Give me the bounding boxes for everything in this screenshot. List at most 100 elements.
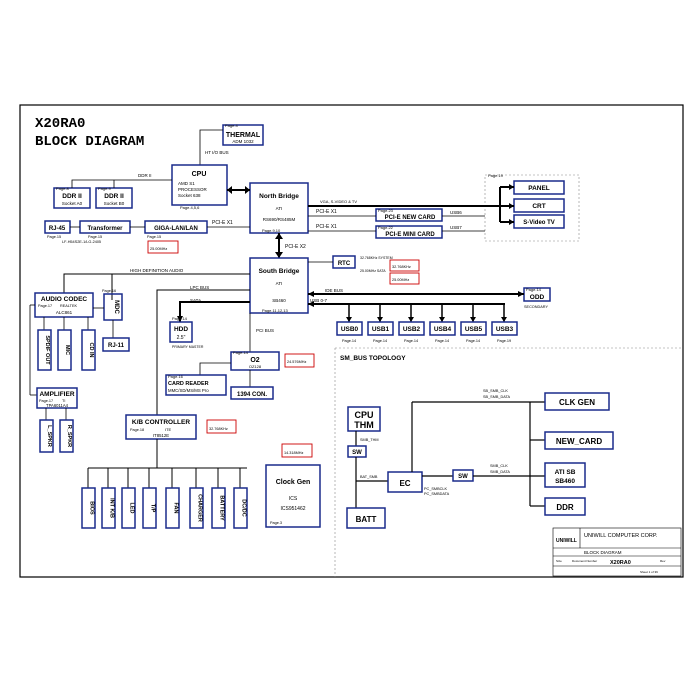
amplifier-part: TPA6011A4 — [46, 403, 69, 408]
crystal-clk: 14.318MHz — [281, 443, 313, 458]
pcie-mini-card-page: Page.22 — [378, 225, 394, 230]
crystal-kb: 32.768KHz — [206, 419, 237, 434]
pcie-mini-card-label: PCI-E MINI CARD — [385, 232, 435, 238]
audio-codec-label: AUDIO CODEC — [41, 296, 88, 303]
usb7-label: USB7 — [450, 225, 462, 230]
audio-codec-part: ALC861 — [56, 310, 73, 315]
svg-text:32.768KHz: 32.768KHz — [392, 265, 411, 269]
rj45-block: RJ-45 Page.15 — [44, 220, 71, 239]
amplifier-brand: TI — [62, 399, 65, 403]
cpu-thm-line2: THM — [354, 420, 374, 430]
kb-device-label: LED — [129, 503, 135, 514]
rtc-block: RTC — [332, 255, 356, 269]
south-bridge-label: South Bridge — [259, 268, 300, 275]
kb-device-label: CHARGER — [197, 494, 203, 522]
amplifier-block: AMPLIFIER Page.17 TI TPA6011A4 — [36, 387, 78, 409]
kb-controller-page: Page.18 — [130, 428, 144, 432]
smbus-sig-top1: SB_SMB_CLK — [483, 389, 508, 393]
cpu-label: CPU — [192, 171, 207, 178]
spdif-label: SPDIF OUT — [44, 335, 50, 365]
usb-port-row: USB0Page.14USB1Page.14USB2Page.14USB4Pag… — [336, 304, 518, 343]
kb-device-label: T/P — [150, 504, 156, 513]
smbus-ati-sb: ATI SB SB460 — [544, 462, 586, 488]
ddr-b-sub: Socket B0 — [104, 201, 125, 206]
crystal-sb2: 25.00MHz — [389, 272, 420, 285]
south-bridge-page: Page.11,12,13 — [262, 308, 289, 313]
pcie-x1-a-label: PCI-E X1 — [316, 209, 337, 215]
amplifier-label: AMPLIFIER — [39, 391, 74, 398]
kb-device-label: BIOS — [89, 501, 95, 515]
kb-controller-part: IT8512E — [153, 433, 169, 438]
ide-bus-label: IDE BUS — [325, 288, 343, 293]
usb-port-label: USB4 — [434, 326, 452, 333]
south-bridge-part: SB460 — [272, 298, 286, 303]
giga-lan-page: Page.15 — [147, 235, 161, 239]
cpu-block: CPU AMD S1 PROCESSOR Socket 638 Page.4,5… — [171, 164, 228, 210]
audio-codec-block: AUDIO CODEC Page.17 REALTEK ALC861 — [34, 292, 94, 318]
smbus-sig-thm: SMB_THM — [360, 438, 379, 442]
svg-text:25.00MHz: 25.00MHz — [392, 278, 409, 282]
svg-text:32.768KHz: 32.768KHz — [209, 427, 228, 431]
kb-controller-block: K/B CONTROLLER Page.18 ITE IT8512E — [125, 414, 197, 440]
usb6-label: USB6 — [450, 210, 462, 215]
card-reader-sub: MMC/SD/MS/MS Pro — [168, 388, 209, 393]
o2-page: Page.14 — [233, 350, 249, 355]
ddr-a-page: Page.8 — [56, 186, 69, 191]
title-ref1: Size — [556, 559, 562, 563]
pcie-new-card-block: Page.23 PCI-E NEW CARD — [375, 208, 443, 222]
o2-label: O2 — [250, 357, 259, 364]
audio-codec-brand: REALTEK — [60, 304, 77, 308]
kb-device-t-p: T/P — [142, 468, 157, 529]
north-bridge-block: North Bridge ATI RS690/RS485M Page.9,10 — [249, 182, 309, 234]
crt-block: CRT — [513, 198, 565, 213]
kb-device-label: DC/DC — [241, 499, 247, 516]
o2-block: Page.14 O2 OZ128 — [230, 350, 280, 371]
pcie-x2-label: PCI-E X2 — [285, 244, 306, 250]
smbus-title: SM_BUS TOPOLOGY — [340, 355, 406, 362]
r-spkr-label: R_SPKR — [66, 425, 72, 447]
transformer-block: Transformer Page.15 LF-H54S2E-1/LG-2405 — [62, 220, 131, 244]
cd-in-block: CD IN — [81, 329, 96, 371]
crt-label: CRT — [532, 203, 545, 210]
clock-gen-part: ICS951462 — [280, 506, 305, 512]
usb-port-label: USB2 — [403, 326, 421, 333]
kb-device-fan: FAN — [165, 468, 180, 529]
video-page: Page.19 — [488, 173, 504, 178]
mdc-label: MDC — [113, 300, 119, 314]
cpu-sub3: Socket 638 — [178, 193, 201, 198]
smbus-sig-sb2: SMB_DATA — [490, 470, 510, 474]
thermal-sub: ADM 1032 — [232, 139, 254, 144]
rtc-label: RTC — [338, 261, 351, 267]
north-bridge-part: RS690/RS485M — [263, 217, 296, 222]
ec-label: EC — [399, 479, 410, 488]
smbus-sig-ec1: PC_SMBCLK — [424, 487, 447, 491]
lpc-bus-label: LPC BUS — [190, 285, 209, 290]
ddr-a-label: DDR II — [62, 193, 82, 200]
kb-device-bios: BIOS — [81, 468, 96, 529]
clock-gen-block: Clock Gen ICS ICS951462 Page.3 — [265, 464, 321, 528]
doc-title: BLOCK DIAGRAM — [584, 550, 622, 555]
l-spkr-label: L_SPKR — [46, 425, 52, 447]
usb-port-page: Page.14 — [435, 339, 449, 343]
crystal-sb1: 32.768KHz — [389, 259, 420, 272]
clock-gen-brand: ICS — [289, 496, 298, 502]
ddr-a-block: Page.8 DDR II Socket A0 — [53, 186, 91, 209]
r-spkr-block: R_SPKR — [59, 419, 74, 453]
south-bridge-block: South Bridge ATI SB460 Page.11,12,13 — [249, 257, 309, 314]
kb-device-battery: BATTERY — [211, 468, 226, 529]
title-ref3: Rev — [660, 559, 666, 563]
ddr-b-page: Page.9 — [98, 186, 111, 191]
ddr-a-sub: Socket A0 — [62, 201, 83, 206]
transformer-note: LF-H54S2E-1/LG-2405 — [62, 240, 101, 244]
diagram-subtitle: BLOCK DIAGRAM — [35, 134, 144, 150]
ati-sb-line2: SB460 — [555, 478, 575, 485]
ddr2-bus-label: DDR II — [138, 173, 152, 178]
sheet-number: Sheet 1 of 39 — [640, 570, 658, 574]
con1394-block: 1394 CON. — [230, 386, 274, 400]
card-reader-block: Page.16 CARD READER MMC/SD/MS/MS Pro — [165, 374, 227, 396]
pcie-x1-b-label: PCI-E X1 — [316, 224, 337, 230]
usb-port-label: USB5 — [465, 326, 483, 333]
hdd-sub: 2.5" — [177, 335, 186, 341]
